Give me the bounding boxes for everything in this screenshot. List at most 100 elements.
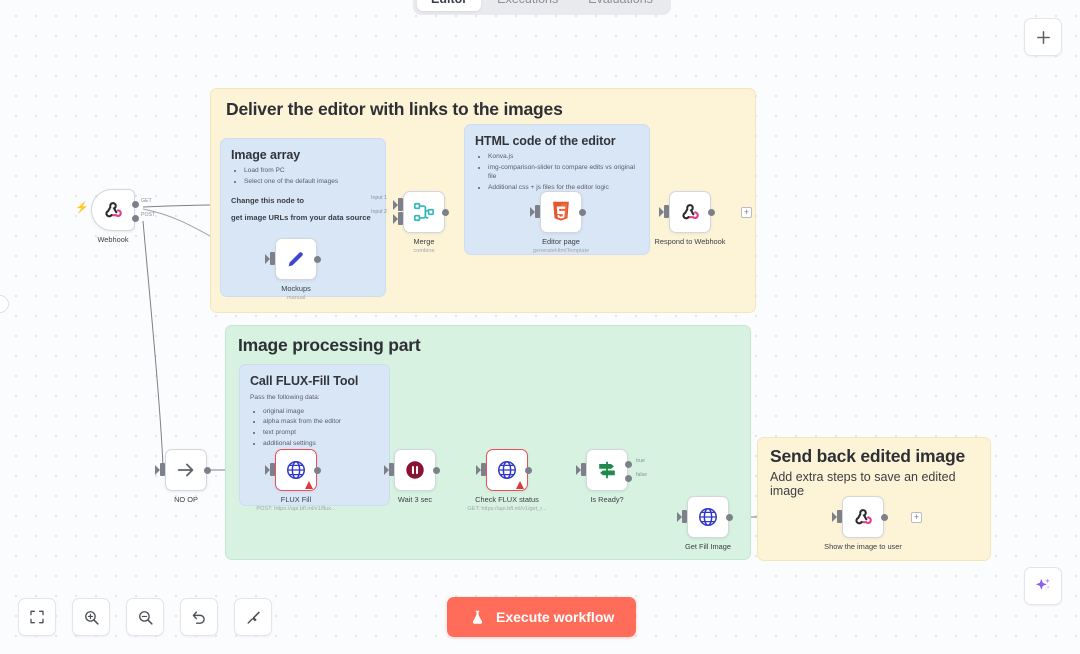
node-no-op[interactable]: NO OP: [155, 449, 211, 504]
sticky-note-call-flux[interactable]: Call FLUX-Fill Tool Pass the following d…: [239, 364, 390, 506]
input-label-1: Input 1: [371, 195, 387, 201]
add-node-button[interactable]: [1024, 18, 1062, 56]
node-icon-container[interactable]: [165, 449, 207, 491]
input-port[interactable]: [677, 510, 687, 523]
input-port[interactable]: [155, 463, 165, 476]
node-label: Check FLUX status: [475, 495, 539, 504]
node-icon-container[interactable]: [687, 496, 729, 538]
node-icon-container[interactable]: [842, 496, 884, 538]
node-icon-container[interactable]: [486, 449, 528, 491]
webhook-icon: [855, 509, 872, 525]
sparkles-icon: [1035, 578, 1050, 590]
panel-collapse-handle[interactable]: [0, 295, 9, 313]
input-port[interactable]: [265, 463, 275, 476]
zoom-out-button[interactable]: [126, 598, 164, 636]
output-port[interactable]: [433, 466, 440, 474]
node-icon-container[interactable]: [586, 449, 628, 491]
input-port[interactable]: [832, 510, 842, 523]
node-flux-fill[interactable]: FLUX Fill POST: https://api.bfl.ml/v1/fl…: [256, 449, 336, 512]
node-sublabel: manual: [286, 295, 306, 301]
node-label: Is Ready?: [590, 495, 624, 504]
flask-icon: [472, 610, 483, 624]
ai-assistant-button[interactable]: [1024, 567, 1062, 605]
node-editor-page[interactable]: Editor page generateHtmlTemplate: [530, 191, 589, 254]
node-label: Merge: [413, 237, 435, 246]
output-port[interactable]: [708, 208, 715, 216]
input-port[interactable]: [265, 252, 275, 265]
node-is-ready[interactable]: true false Is Ready?: [576, 449, 647, 504]
webhook-icon: [682, 204, 699, 220]
output-port-get[interactable]: [132, 200, 139, 208]
merge-icon: [414, 202, 434, 222]
output-port[interactable]: [204, 466, 211, 474]
node-icon-container[interactable]: [540, 191, 582, 233]
input-port[interactable]: [476, 463, 486, 476]
node-icon-container[interactable]: [275, 449, 317, 491]
edit-pencil-icon: [288, 252, 303, 267]
tab-evaluations[interactable]: Evaluations: [574, 0, 667, 11]
sticky-bullet-list: original image alpha mask from the edito…: [263, 407, 379, 448]
input-port-1[interactable]: [393, 198, 403, 211]
node-webhook[interactable]: ⚡ GET POST Webhook: [75, 189, 155, 244]
sticky-bullet-list: Konva.js img-comparison-slider to compar…: [488, 152, 639, 192]
node-label: Show the image to user: [824, 542, 902, 551]
input-port[interactable]: [384, 463, 394, 476]
node-sublabel: generateHtmlTemplate: [532, 248, 590, 254]
node-respond-to-webhook[interactable]: + Respond to Webhook: [655, 191, 752, 246]
output-port-post[interactable]: [132, 214, 139, 222]
reset-zoom-button[interactable]: [180, 598, 218, 636]
node-label: Respond to Webhook: [654, 237, 726, 246]
output-port[interactable]: [314, 466, 321, 474]
node-icon-container[interactable]: [403, 191, 445, 233]
tab-editor[interactable]: Editor: [417, 0, 482, 11]
tidy-up-button[interactable]: [234, 598, 272, 636]
input-port-2[interactable]: [393, 212, 403, 225]
switch-signpost-icon: [599, 461, 615, 479]
node-merge[interactable]: Input 1 Input 2 Merge combine: [371, 191, 449, 254]
execute-workflow-button[interactable]: Execute workflow: [447, 597, 637, 637]
sticky-title: HTML code of the editor: [475, 134, 616, 148]
output-port[interactable]: [442, 208, 449, 216]
fit-to-view-button[interactable]: [18, 598, 56, 636]
output-port[interactable]: [726, 513, 733, 521]
html5-icon: [553, 201, 569, 221]
list-item: Select one of the default images: [244, 177, 375, 187]
output-port-false[interactable]: [625, 474, 632, 482]
sticky-title: Image array: [231, 148, 301, 162]
http-globe-icon: [498, 461, 516, 479]
input-port[interactable]: [659, 205, 669, 218]
output-port[interactable]: [881, 513, 888, 521]
sticky-note-image-processing[interactable]: Image processing part Call FLUX-Fill Too…: [225, 325, 751, 560]
node-icon-container[interactable]: [669, 191, 711, 233]
input-port[interactable]: [530, 205, 540, 218]
tab-executions[interactable]: Executions: [483, 0, 572, 11]
node-icon-container[interactable]: [275, 238, 317, 280]
node-icon-container[interactable]: [394, 449, 436, 491]
node-check-flux-status[interactable]: Check FLUX status GET: https://api.bfl.m…: [467, 449, 547, 512]
node-mockups[interactable]: Mockups manual: [265, 238, 321, 301]
sticky-note-deliver-editor[interactable]: Deliver the editor with links to the ima…: [210, 88, 756, 313]
output-port[interactable]: [525, 466, 532, 474]
input-port[interactable]: [576, 463, 586, 476]
list-item: Konva.js: [488, 152, 639, 162]
add-node-stub[interactable]: +: [741, 207, 752, 218]
http-globe-icon: [287, 461, 305, 479]
output-port-true[interactable]: [625, 460, 632, 468]
node-label: Editor page: [542, 237, 580, 246]
zoom-in-button[interactable]: [72, 598, 110, 636]
list-item: Additional css + js files for the editor…: [488, 183, 639, 193]
node-sublabel: POST: https://api.bfl.ml/v1/flux...: [256, 506, 336, 512]
output-port[interactable]: [314, 255, 321, 263]
node-icon-container[interactable]: [91, 189, 135, 231]
add-node-stub[interactable]: +: [911, 512, 922, 523]
sticky-note-html-code[interactable]: HTML code of the editor Konva.js img-com…: [464, 124, 650, 255]
list-item: original image: [263, 407, 379, 417]
node-label: Webhook: [97, 235, 129, 244]
node-wait[interactable]: Wait 3 sec: [384, 449, 440, 504]
output-port[interactable]: [579, 208, 586, 216]
zoom-out-icon: [138, 610, 153, 625]
fit-to-view-icon: [30, 610, 44, 624]
node-get-fill-image[interactable]: Get Fill Image: [677, 496, 733, 551]
node-show-image-to-user[interactable]: + Show the image to user: [824, 496, 922, 551]
